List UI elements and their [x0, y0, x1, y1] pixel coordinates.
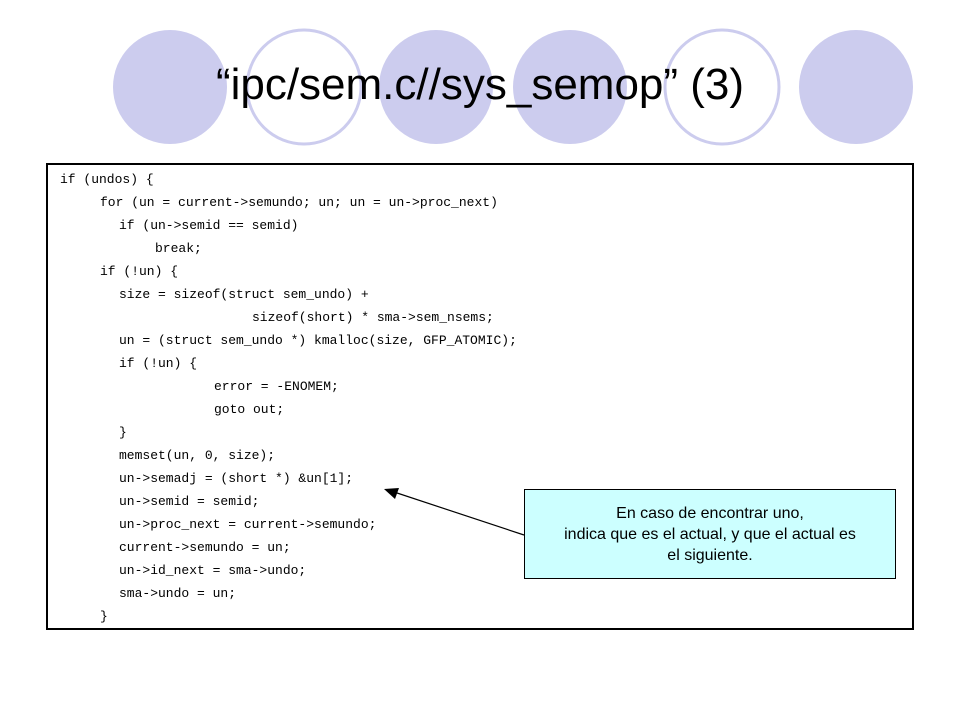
code-line-9: if (!un) {	[119, 356, 198, 371]
callout-line-2: indica que es el actual, y que el actual…	[564, 525, 856, 543]
deco-circle-6	[799, 30, 913, 144]
code-line-4: break;	[155, 241, 202, 256]
code-line-11: goto out;	[214, 402, 285, 417]
decorative-circles	[113, 28, 913, 146]
code-line-13: memset(un, 0, size);	[119, 448, 276, 463]
code-line-18: un->id_next = sma->undo;	[119, 563, 307, 578]
deco-circle-3	[379, 30, 493, 144]
code-line-6: size = sizeof(struct sem_undo) +	[119, 287, 369, 302]
code-line-20: }	[100, 609, 108, 624]
code-line-15: un->semid = semid;	[119, 494, 260, 509]
code-line-17: current->semundo = un;	[119, 540, 291, 555]
code-line-7: sizeof(short) * sma->sem_nsems;	[252, 310, 494, 325]
code-line-5: if (!un) {	[100, 264, 179, 279]
callout-line-1: En caso de encontrar uno,	[616, 504, 804, 522]
code-line-8: un = (struct sem_undo *) kmalloc(size, G…	[119, 333, 517, 348]
deco-circle-1	[113, 30, 227, 144]
code-line-14: un->semadj = (short *) &un[1];	[119, 471, 354, 486]
code-line-12: }	[119, 425, 127, 440]
code-line-2: for (un = current->semundo; un; un = un-…	[100, 195, 498, 210]
code-line-10: error = -ENOMEM;	[214, 379, 339, 394]
slide-title: “ipc/sem.c//sys_semop” (3)	[215, 60, 745, 109]
code-line-19: sma->undo = un;	[119, 586, 237, 601]
deco-circle-2	[245, 28, 363, 146]
deco-circle-5	[663, 28, 781, 146]
callout-line-3: el siguiente.	[667, 546, 753, 564]
callout-note: En caso de encontrar uno, indica que es …	[524, 489, 896, 579]
code-line-1: if (undos) {	[60, 172, 154, 187]
code-line-3: if (un->semid == semid)	[119, 218, 299, 233]
deco-circle-4	[513, 30, 627, 144]
code-line-16: un->proc_next = current->semundo;	[119, 517, 377, 532]
